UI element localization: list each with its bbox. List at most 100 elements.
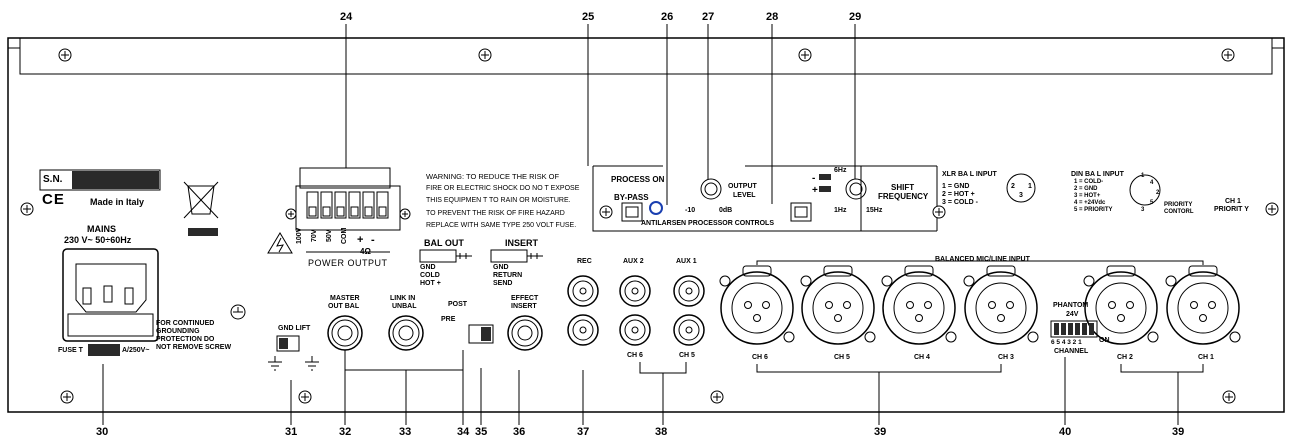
processor-box-outline [592,166,862,232]
aux2-label: AUX 2 [623,258,644,265]
rec-rca-top [567,275,599,307]
din-pin-2: 2 = GND [1074,186,1098,192]
xlr-6-pin-2 [753,314,761,322]
mains-inlet-socket [75,263,147,313]
mic-ch3-label: CH 3 [998,354,1014,361]
callout-26: 26 [661,11,674,23]
xlr-input-5-face [812,282,864,334]
din-pinout-4: 4 [1150,180,1154,186]
warning-line-2: FIRE OR ELECTRIC SHOCK DO NO T EXPOSE [426,185,580,192]
phantom-voltage: 24V [1066,311,1079,318]
xlr-3-pin-2 [997,314,1005,322]
rca-ch5-label: CH 5 [679,352,695,359]
output-level-label-2: LEVEL [733,192,756,199]
insert-title: INSERT [505,238,539,248]
mains-pin-2 [124,287,134,305]
callout-36: 36 [513,426,526,438]
xlr-pinout-3: 3 [1019,192,1023,199]
fuse-label-left: FUSE T [58,347,83,354]
aux1-rca [673,275,705,307]
tap-100v: 100V [296,227,303,244]
rec-rca-top-ring [572,280,594,302]
din-pin-4: 4 = +24Vdc [1074,200,1106,206]
xlr-input-title: XLR BA L INPUT [942,171,997,178]
din-pinout-5: 5 [1150,200,1154,206]
mic-ch1-label: CH 1 [1198,354,1214,361]
priority-control-1: PRIORITY [1164,202,1193,208]
bal-out-hot: HOT + [420,280,441,287]
phantom-on: ON [1099,337,1110,344]
post-label: POST [448,301,468,308]
xlr-2-screw-a [1083,275,1095,287]
xlr-5-screw-a [800,275,812,287]
bal-out-plug-icon-tip [456,253,472,259]
effect-insert-jack-hole [517,325,533,341]
xlr-1-screw-a [1165,275,1177,287]
callout-39b: 39 [1172,426,1185,438]
phantom-dip-0 [1054,323,1059,335]
shift-frequency-knob [845,178,867,200]
xlr-input-1 [1166,271,1240,345]
speaker-plus: + [357,234,364,246]
xlr-pin-1: 1 = GND [942,183,970,190]
output-level-label-1: OUTPUT [728,183,757,190]
hazard-triangle-icon [267,232,293,254]
speaker-minus: - [371,234,375,246]
link-in-label-1: LINK IN [390,295,416,302]
tap-70v: 70V [311,229,318,242]
power-output-label: POWER OUTPUT [308,258,388,268]
priority-control-2: CONTORL [1164,209,1194,215]
din-pin-1: 1 = COLD- [1074,179,1104,185]
output-level-knob [700,178,722,200]
shift-frequency-2: FREQUENCY [878,192,929,201]
callout-39a: 39 [874,426,887,438]
warning-line-4: TO PREVENT THE RISK OF FIRE HAZARD [426,210,565,217]
aux1-rca-ring [678,280,700,302]
xlr-3-pin-0 [988,301,996,309]
xlr-1-pin-1 [1208,301,1216,309]
mic-ch5-label: CH 5 [834,354,850,361]
ch6-rca-ring [624,319,646,341]
xlr-4-pin-0 [906,301,914,309]
bal-out-gnd: GND [420,264,436,271]
output-level-knob-cap [704,182,718,196]
freq-range-up-icon [819,174,831,180]
din-pinout-diagram [1129,174,1161,206]
xlr-5-screw-b [864,331,876,343]
insert-send: SEND [493,280,513,287]
mains-voltage: 230 V~ 50÷60Hz [64,235,132,245]
callout-33: 33 [399,426,412,438]
xlr-1-pin-2 [1199,314,1207,322]
level-max-label: 0dB [719,207,733,214]
callout-27: 27 [702,11,715,23]
xlr-input-2-latch [1106,265,1136,277]
fuse-label-right: A/250V~ [122,347,150,354]
mains-inlet-housing [62,248,159,342]
rca-bracket [639,362,687,425]
terminal-screw-2 [336,206,345,217]
freq-6hz: 6Hz [834,167,847,174]
rec-rca-bottom [567,314,599,346]
grounding-note-3: PROTECTION DO [156,336,215,343]
bal-out-title: BAL OUT [424,238,464,248]
xlr-input-2-face [1095,282,1147,334]
post-pre-switch-knob [481,327,491,341]
mic-bracket-ch3-6 [756,364,1002,425]
xlr-input-4 [882,271,956,345]
xlr-1-screw-b [1229,331,1241,343]
weee-bar [188,228,218,236]
mic-bracket-ch1-2 [1120,364,1204,425]
bypass-button-inner [625,206,639,218]
xlr-2-pin-1 [1126,301,1134,309]
xlr-input-6-latch [742,265,772,277]
din-pinout-2: 2 [1156,190,1160,196]
processor-plus: + [812,185,818,196]
master-out-jack-ring [331,319,359,347]
mic-ch4-label: CH 4 [914,354,930,361]
din-pin-3: 3 = HOT+ [1074,193,1101,199]
callout-40: 40 [1059,426,1072,438]
aux2-rca-ring [624,280,646,302]
phantom-channel-label: CHANNEL [1054,348,1089,355]
terminal-screw-4 [364,206,373,217]
